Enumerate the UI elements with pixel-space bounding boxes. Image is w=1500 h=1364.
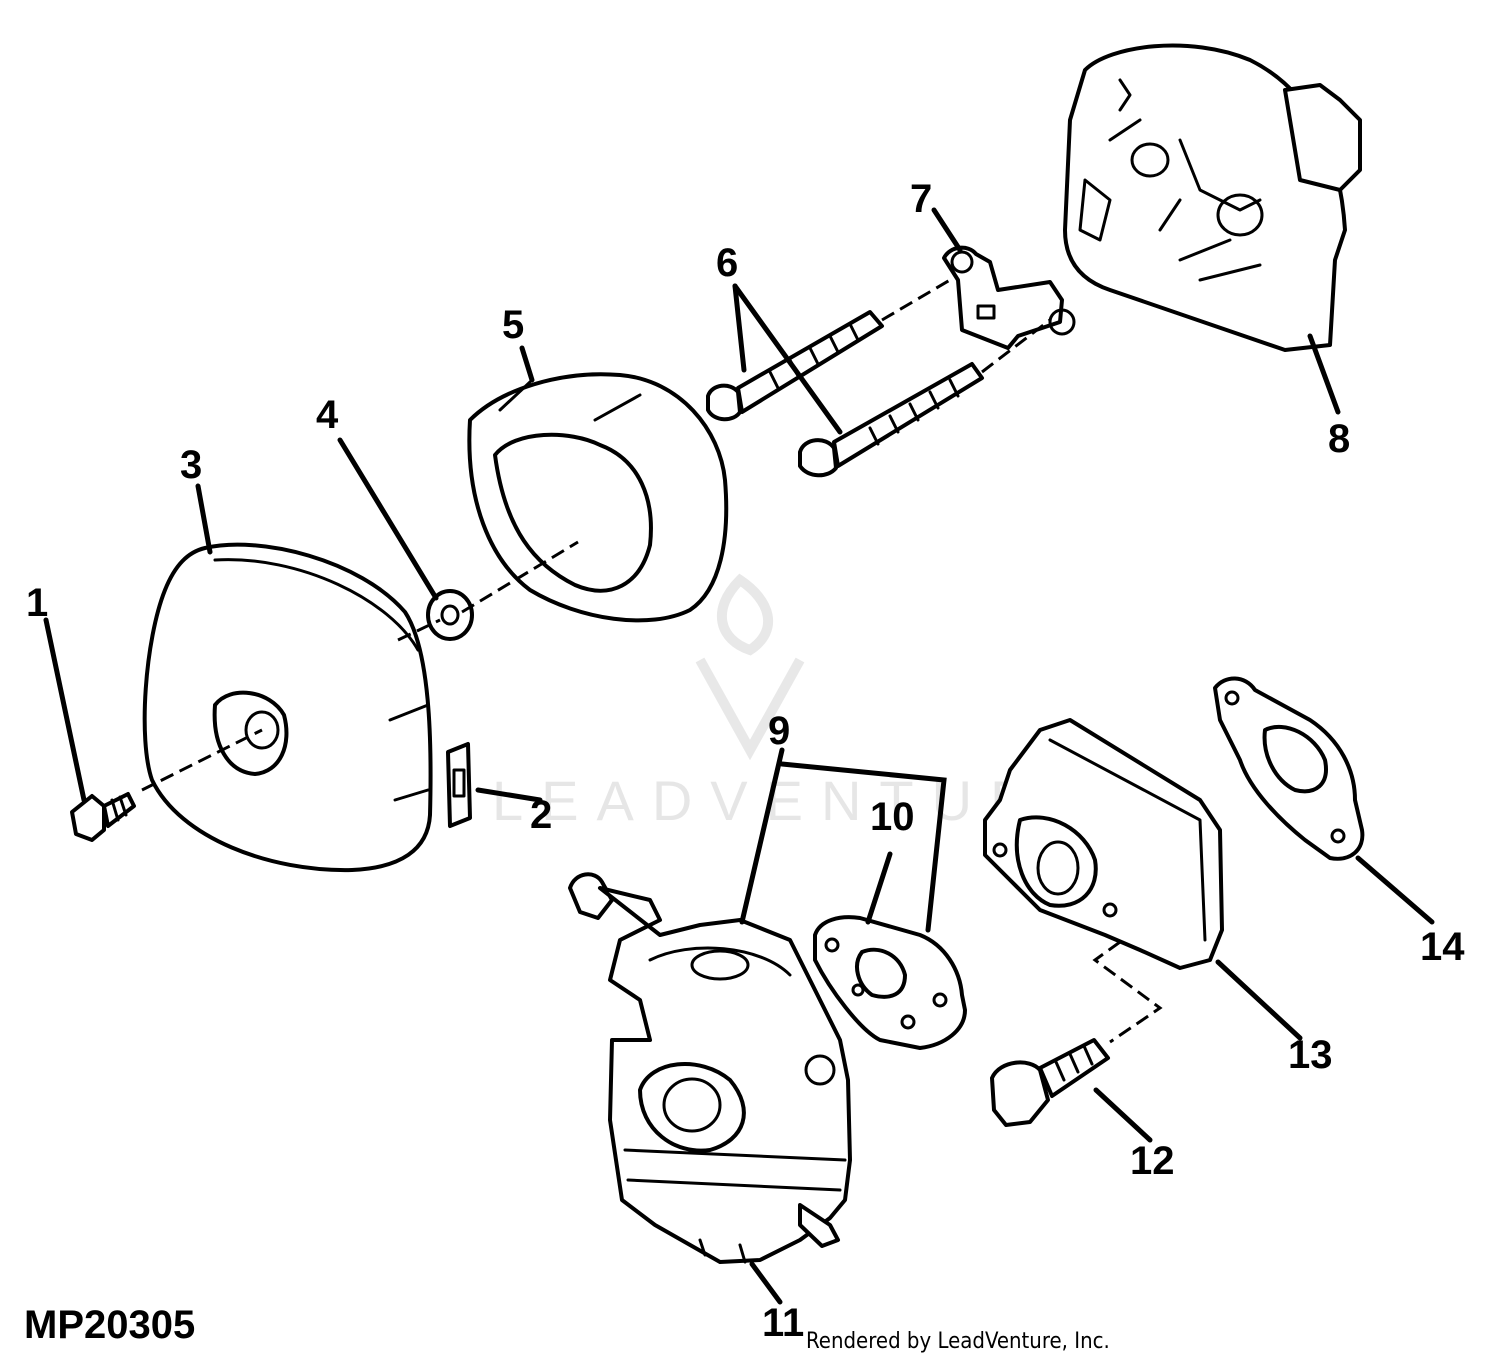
part-6-screws <box>706 310 984 478</box>
leader-lines <box>43 207 1435 1305</box>
part-14-gasket <box>1213 676 1365 861</box>
assembly-lines <box>141 278 1163 1044</box>
part-12-screw <box>990 1038 1110 1127</box>
watermark-logo <box>695 657 805 761</box>
part-2-decal <box>446 742 472 828</box>
part-13-intake-manifold <box>983 718 1224 970</box>
callout-8: 8 <box>1328 417 1350 461</box>
callout-10: 10 <box>870 795 915 839</box>
part-9-carburetor <box>568 872 852 1264</box>
part-8-backplate <box>1063 43 1362 352</box>
render-credit: Rendered by LeadVenture, Inc. <box>806 1329 1110 1354</box>
part-1-screw <box>70 792 136 842</box>
callout-14: 14 <box>1420 925 1465 969</box>
callout-12: 12 <box>1130 1139 1175 1183</box>
part-3-filter-cover <box>142 542 433 873</box>
callout-11: 11 <box>762 1301 804 1345</box>
callout-2: 2 <box>530 793 552 837</box>
part-5-foam-element <box>467 372 729 623</box>
part-7-bracket <box>942 245 1076 350</box>
figure-id: MP20305 <box>24 1303 195 1347</box>
part-6-screw-lower <box>798 362 984 478</box>
callout-6: 6 <box>716 241 738 285</box>
callout-13: 13 <box>1288 1033 1333 1077</box>
callout-5: 5 <box>502 303 524 347</box>
part-10-gasket <box>813 915 967 1050</box>
callout-4: 4 <box>316 393 339 437</box>
callout-9: 9 <box>768 709 790 753</box>
callout-7: 7 <box>910 177 932 221</box>
part-6-screw-upper <box>706 310 884 422</box>
callout-1: 1 <box>26 581 48 625</box>
callout-labels: 1 2 3 4 5 6 7 8 9 10 11 12 13 14 <box>26 177 1465 1345</box>
part-4-nut <box>426 589 474 641</box>
callout-3: 3 <box>180 443 202 487</box>
